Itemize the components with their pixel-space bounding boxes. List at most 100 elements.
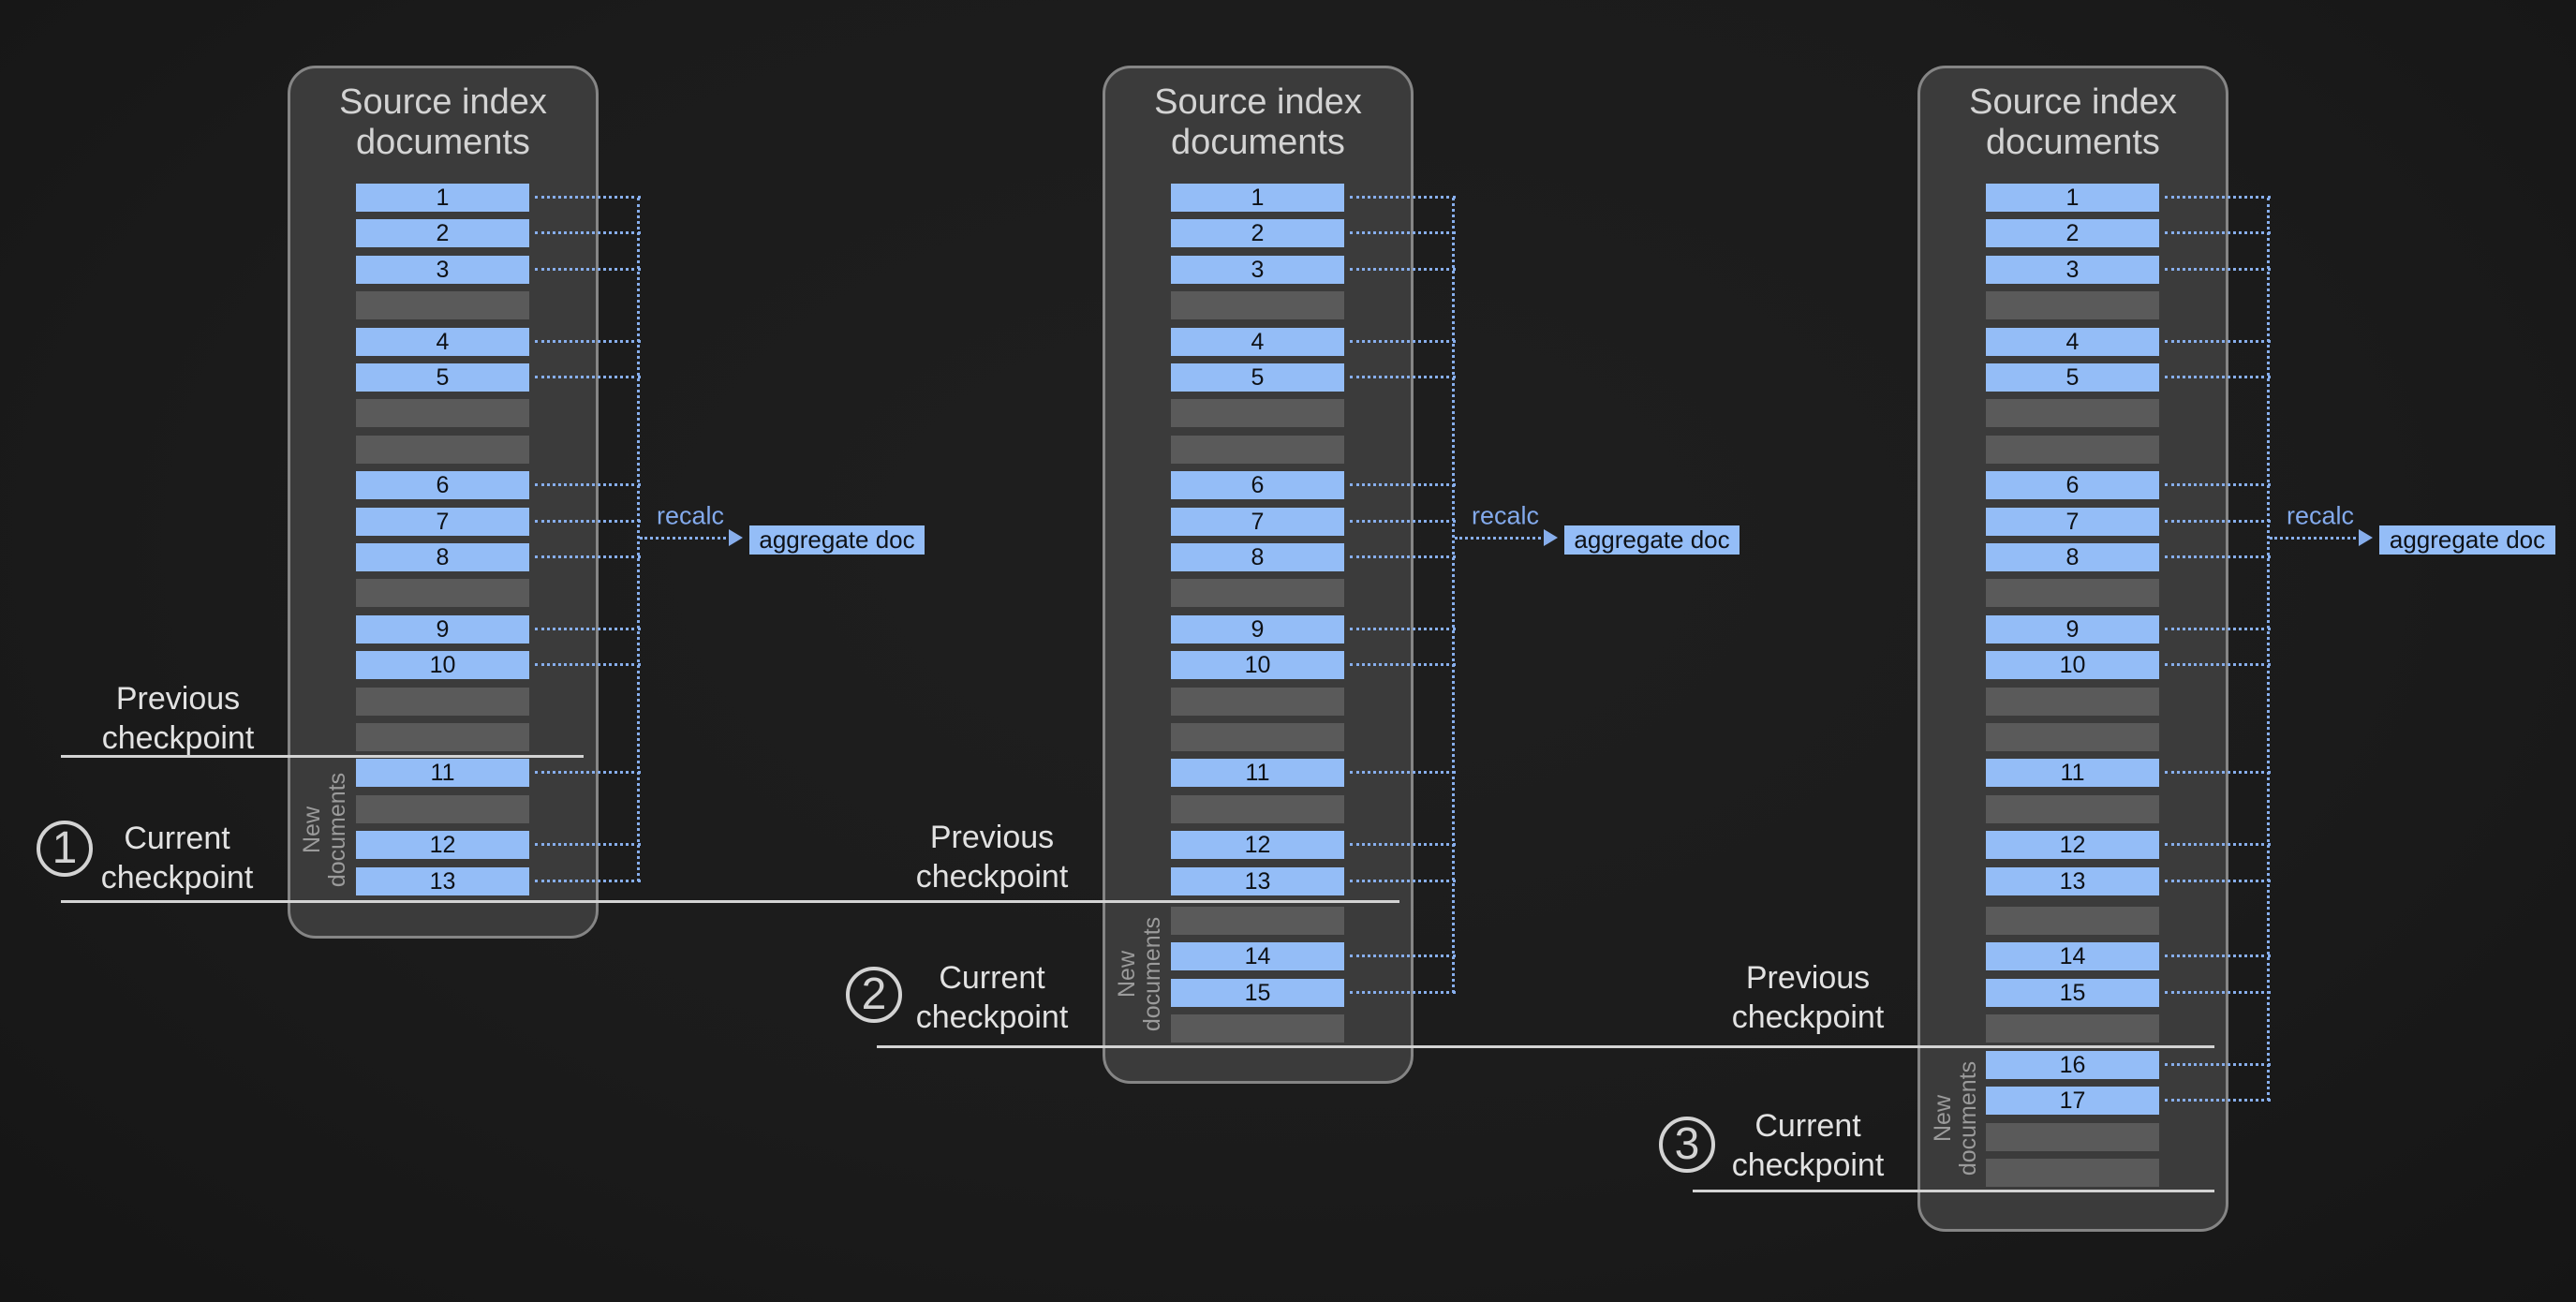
document-bar: 12	[356, 831, 529, 859]
document-bar: 10	[356, 651, 529, 679]
doc-connector-line	[1350, 771, 1456, 774]
placeholder-bar	[1171, 399, 1344, 427]
doc-connector-line	[2165, 954, 2271, 957]
step-number: 2	[861, 969, 887, 1019]
doc-connector-line	[1350, 231, 1456, 234]
document-bar: 15	[1986, 979, 2159, 1007]
document-number: 3	[436, 256, 450, 283]
document-number: 4	[436, 328, 450, 355]
placeholder-bar	[356, 579, 529, 607]
aggregate-doc-box: aggregate doc	[749, 525, 925, 555]
placeholder-bar	[1171, 795, 1344, 823]
doc-connector-line	[1350, 880, 1456, 882]
document-bar: 14	[1986, 942, 2159, 970]
placeholder-bar	[1986, 1123, 2159, 1151]
document-bar: 6	[356, 471, 529, 499]
step-number-badge: 3	[1659, 1117, 1715, 1173]
recalc-arrow-line	[640, 537, 732, 540]
checkpoint-label-line1: Current	[124, 821, 230, 856]
document-number: 7	[436, 508, 450, 535]
checkpoint-label-line2: checkpoint	[915, 859, 1069, 895]
placeholder-bar	[1171, 579, 1344, 607]
placeholder-bar	[1171, 723, 1344, 751]
document-number: 2	[436, 219, 450, 246]
doc-connector-line	[2165, 483, 2271, 486]
placeholder-bar	[1171, 688, 1344, 716]
document-number: 17	[2059, 1087, 2086, 1114]
document-number: 16	[2059, 1051, 2086, 1078]
document-bar: 8	[356, 543, 529, 571]
new-documents-label-line2: documents	[1139, 916, 1165, 1032]
arrow-right-icon	[729, 529, 743, 546]
placeholder-bar	[1171, 1014, 1344, 1043]
new-documents-label-line1: New	[299, 806, 325, 854]
new-documents-label-line1: New	[1114, 951, 1140, 999]
document-number: 15	[2059, 979, 2086, 1006]
document-bar: 10	[1986, 651, 2159, 679]
document-number: 1	[2065, 184, 2080, 211]
document-number: 1	[1251, 184, 1265, 211]
placeholder-bar	[1986, 907, 2159, 935]
doc-connector-line	[535, 231, 641, 234]
doc-connector-line	[1350, 954, 1456, 957]
document-number: 10	[2059, 651, 2086, 678]
document-number: 2	[2065, 219, 2080, 246]
doc-connector-line	[2165, 880, 2271, 882]
doc-connector-line	[2165, 663, 2271, 666]
doc-connector-line	[1350, 555, 1456, 558]
document-bar: 11	[356, 759, 529, 787]
document-bar: 1	[356, 184, 529, 212]
placeholder-bar	[1986, 1159, 2159, 1187]
document-number: 3	[2065, 256, 2080, 283]
document-number: 4	[1251, 328, 1265, 355]
step-number-badge: 2	[846, 967, 902, 1023]
document-number: 7	[2065, 508, 2080, 535]
document-bar: 12	[1171, 831, 1344, 859]
doc-connector-line	[535, 376, 641, 378]
checkpoint-label-line2: checkpoint	[1731, 1147, 1885, 1183]
bracket-line	[2267, 198, 2270, 1101]
doc-connector-line	[1350, 340, 1456, 343]
document-number: 15	[1244, 979, 1271, 1006]
document-bar: 5	[1986, 363, 2159, 392]
document-number: 6	[1251, 471, 1265, 498]
document-bar: 13	[1171, 867, 1344, 895]
document-number: 6	[2065, 471, 2080, 498]
checkpoint-label-line2: checkpoint	[101, 720, 255, 756]
recalc-arrow-line	[2270, 537, 2361, 540]
arrow-right-icon	[1544, 529, 1558, 546]
doc-connector-line	[1350, 376, 1456, 378]
doc-connector-line	[2165, 628, 2271, 630]
placeholder-bar	[356, 688, 529, 716]
doc-connector-line	[1350, 483, 1456, 486]
step-number: 3	[1674, 1119, 1700, 1169]
document-number: 4	[2065, 328, 2080, 355]
aggregate-doc-box: aggregate doc	[1564, 525, 1740, 555]
document-bar: 1	[1986, 184, 2159, 212]
doc-connector-line	[535, 520, 641, 523]
document-number: 13	[429, 867, 456, 895]
doc-connector-line	[535, 663, 641, 666]
document-number: 5	[436, 363, 450, 391]
doc-connector-line	[1350, 196, 1456, 199]
new-documents-label-line2: documents	[1955, 1060, 1981, 1176]
checkpoint-label-line1: Current	[939, 960, 1045, 996]
document-bar: 7	[1986, 508, 2159, 536]
doc-connector-line	[2165, 991, 2271, 994]
doc-connector-line	[2165, 520, 2271, 523]
document-bar: 9	[356, 615, 529, 644]
arrow-right-icon	[2359, 529, 2373, 546]
doc-connector-line	[535, 880, 641, 882]
checkpoint-line	[877, 1045, 2214, 1048]
document-bar: 5	[1171, 363, 1344, 392]
document-number: 12	[429, 831, 456, 858]
checkpoint-label-line2: checkpoint	[1731, 999, 1885, 1035]
placeholder-bar	[1986, 723, 2159, 751]
document-number: 9	[2065, 615, 2080, 643]
